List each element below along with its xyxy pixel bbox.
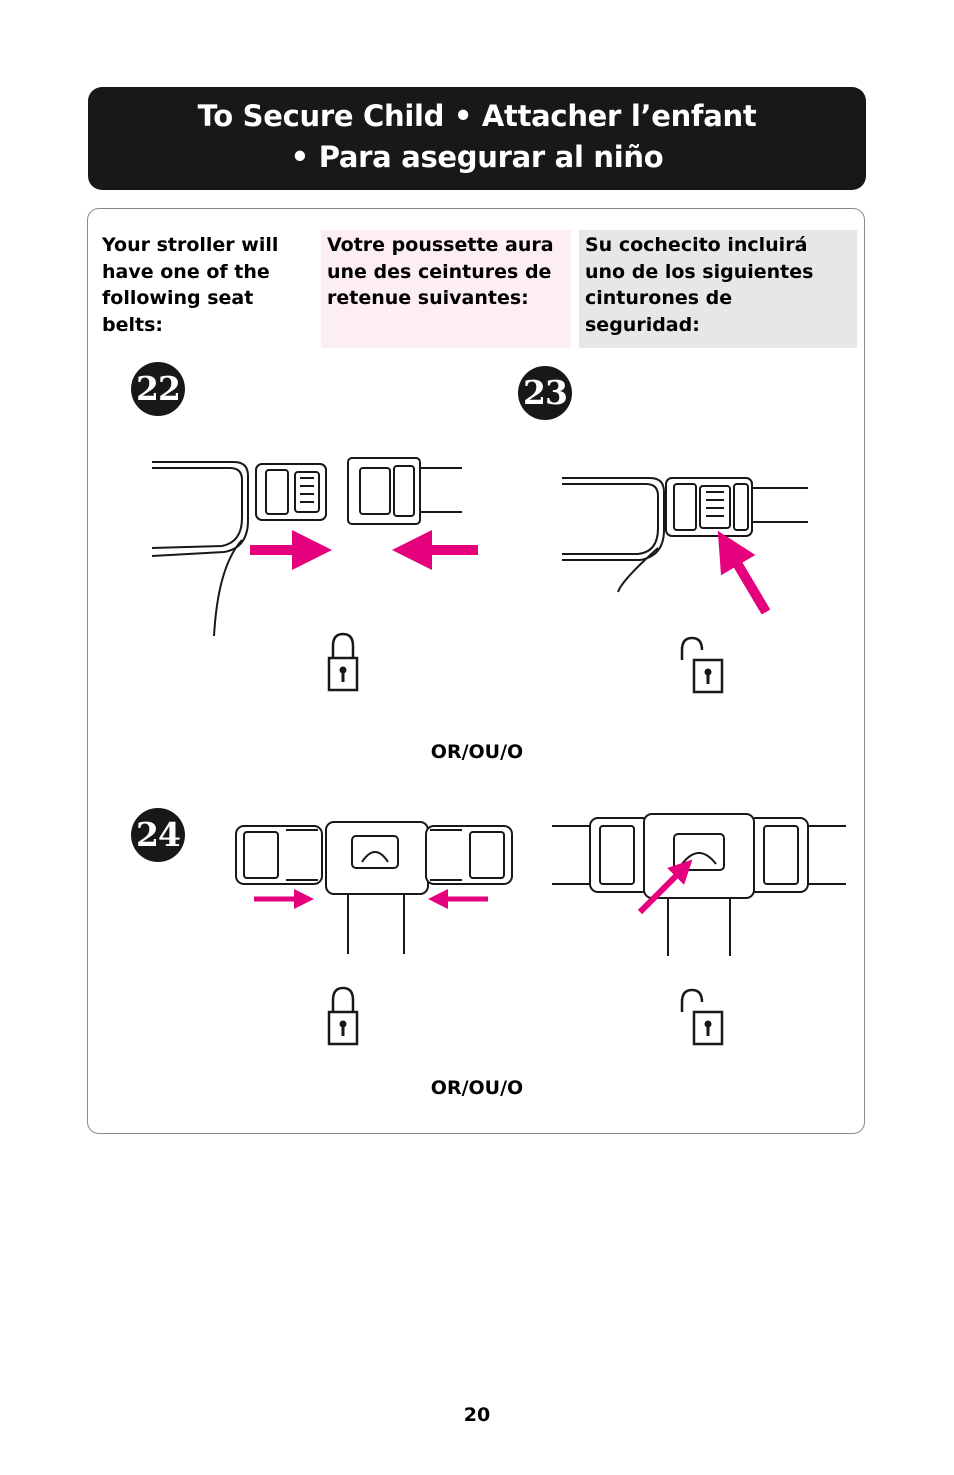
step-23-badge: 23 bbox=[518, 366, 572, 420]
or-separator-2: OR/OU/O bbox=[430, 1077, 524, 1099]
lock-closed-icon bbox=[327, 986, 359, 1046]
or-separator-1: OR/OU/O bbox=[430, 741, 524, 763]
section-title-line-2: • Para asegurar al niño bbox=[290, 140, 664, 174]
step-24-badge: 24 bbox=[131, 808, 185, 862]
lock-open-icon bbox=[680, 988, 724, 1046]
figure-23-buckle-release bbox=[562, 477, 808, 593]
lock-open-icon bbox=[680, 636, 724, 694]
intro-text-spanish: Su cochecito incluirá uno de los siguien… bbox=[579, 230, 857, 348]
step-22-badge: 22 bbox=[131, 362, 185, 416]
intro-text-french: Votre poussette aura une des ceintures d… bbox=[321, 230, 571, 348]
figure-22-buckle-connect bbox=[151, 457, 462, 637]
figure-24-buckle-connect bbox=[235, 821, 513, 954]
lock-closed-icon bbox=[327, 632, 359, 692]
arrow-icon bbox=[637, 859, 693, 915]
instruction-panel bbox=[87, 208, 865, 1134]
figure-24-buckle-release bbox=[552, 813, 846, 956]
arrow-icon bbox=[717, 530, 771, 615]
section-title-banner: To Secure Child • Attacher l’enfant • Pa… bbox=[88, 87, 866, 190]
page-number: 20 bbox=[463, 1404, 491, 1426]
intro-text-english: Your stroller will have one of the follo… bbox=[102, 234, 279, 336]
section-title-line-1: To Secure Child • Attacher l’enfant bbox=[197, 99, 757, 133]
